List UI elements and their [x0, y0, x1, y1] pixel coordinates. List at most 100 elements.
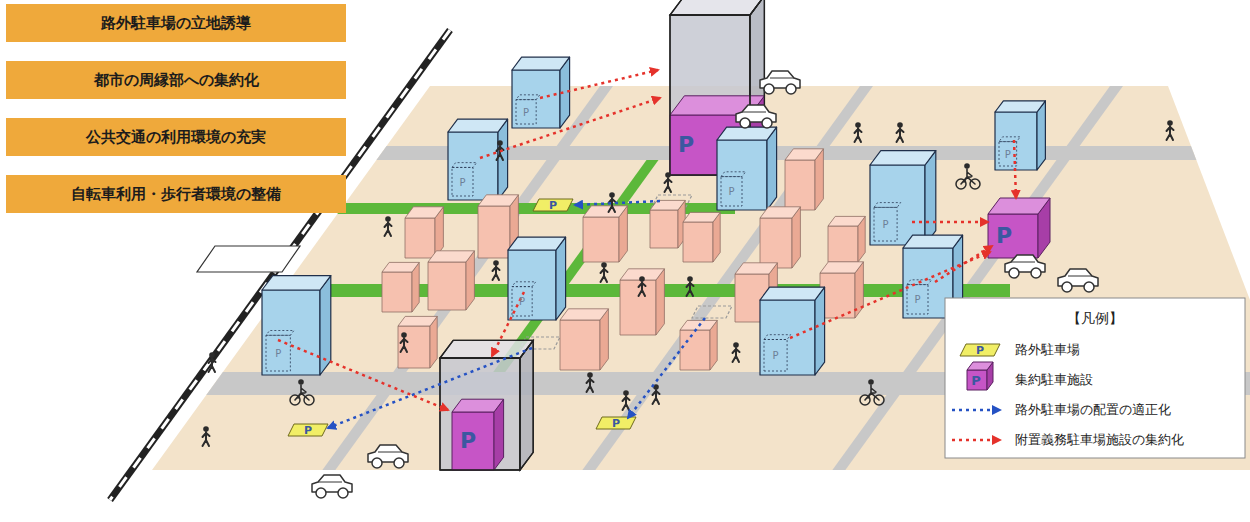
- parking-symbol: P: [549, 200, 557, 211]
- building-with-parking-side: [815, 287, 825, 375]
- building-front: [428, 262, 466, 310]
- parking-symbol: P: [773, 351, 779, 361]
- building-front: [650, 210, 678, 248]
- building: [405, 207, 443, 258]
- pedestrian-body: [687, 282, 694, 296]
- strategy-box: 自転車利用・歩行者環境の整備: [6, 175, 346, 213]
- attached-parking-outline: [266, 331, 294, 336]
- car-window: [378, 452, 402, 453]
- car-wheel: [762, 118, 772, 128]
- building-with-parking-top: [870, 151, 936, 165]
- consolidation-arrow: [935, 246, 992, 282]
- consolidated-parking: [452, 399, 504, 470]
- strategy-label: 都市の周縁部への集約化: [94, 71, 259, 89]
- car: [368, 445, 408, 468]
- cyclist-head: [964, 163, 970, 169]
- building-with-parking-side: [925, 151, 936, 245]
- parking-symbol: P: [996, 225, 1012, 247]
- pedestrian: [733, 342, 740, 362]
- parking-symbol: P: [883, 220, 889, 230]
- relocation-arrow: [575, 201, 660, 205]
- consolidated-parking: [988, 198, 1050, 258]
- pedestrian: [209, 352, 216, 372]
- former-parking-spot: [692, 306, 732, 318]
- building-with-parking: [760, 287, 825, 375]
- pedestrian: [493, 260, 500, 280]
- pedestrian-body: [1167, 126, 1174, 140]
- pedestrian-head: [1167, 120, 1173, 126]
- car: [1058, 269, 1098, 292]
- pedestrian-body: [601, 268, 608, 282]
- legend-sample-facility-top: [967, 362, 993, 370]
- street-network: [0, 86, 1250, 470]
- pedestrian-body: [609, 198, 616, 212]
- bicycle-frame: [865, 385, 879, 400]
- car-wheel: [740, 118, 750, 128]
- building-top: [735, 263, 777, 274]
- pedestrian-head: [385, 216, 391, 222]
- pedestrian-head: [623, 390, 629, 396]
- pedestrian-head: [897, 122, 903, 128]
- building: [560, 309, 608, 370]
- building-with-parking: [870, 151, 936, 245]
- building-with-parking-top: [717, 127, 777, 140]
- consolidation-arrow: [278, 340, 448, 410]
- pedestrian-head: [733, 342, 739, 348]
- pedestrian-head: [665, 172, 671, 178]
- buildings: [262, 0, 1050, 470]
- road: [582, 86, 873, 470]
- cyclist-head: [868, 379, 874, 385]
- parking-complex-shell-side: [520, 340, 533, 470]
- legend-label: 集約駐車施設: [1015, 373, 1093, 387]
- parking-complex-edge: [440, 340, 533, 358]
- pedestrian-body: [203, 432, 210, 446]
- parking-complex-edge: [520, 340, 533, 470]
- parking-complex-shell: [440, 340, 533, 470]
- consolidated-parking-top: [988, 198, 1050, 214]
- attached-parking-outline: [999, 137, 1020, 142]
- car-window: [742, 112, 766, 113]
- pedestrian-head: [587, 372, 593, 378]
- parking-symbol: P: [275, 349, 281, 359]
- building-top: [760, 207, 800, 218]
- railway-dash: [110, 30, 450, 500]
- pedestrian-body: [209, 358, 216, 372]
- parking-symbol: P: [971, 374, 981, 387]
- legend-frame: [945, 298, 1245, 458]
- pedestrian: [1167, 120, 1174, 140]
- pedestrian-body: [497, 146, 504, 160]
- surface-parking-lot: [533, 199, 573, 211]
- pedestrian-head: [639, 276, 645, 282]
- legend-label: 路外駐車場: [1015, 343, 1080, 357]
- parking-complex-shell-top: [670, 0, 764, 15]
- car-wheel: [316, 488, 326, 498]
- relocation-arrow: [628, 318, 705, 418]
- building-with-parking: [448, 119, 508, 200]
- pedestrian-body: [385, 222, 392, 236]
- building-with-parking-front: [512, 70, 560, 128]
- pedestrian-head: [855, 122, 861, 128]
- strategy-box: 都市の周縁部への集約化: [6, 61, 346, 99]
- car: [736, 105, 776, 128]
- legend-sample-red-arrow: [952, 439, 1000, 442]
- pedestrian: [385, 216, 392, 236]
- building-with-parking-top: [903, 235, 963, 248]
- pedestrian: [855, 122, 862, 142]
- building-front: [405, 218, 435, 258]
- building-with-parking-side: [767, 127, 777, 210]
- strategy-label: 公共交通の利用環境の充実: [86, 128, 266, 146]
- attached-parking-outline: [452, 163, 477, 168]
- legend-heading: 【凡例】: [1067, 311, 1123, 325]
- car-window: [1068, 276, 1092, 277]
- pedestrian: [587, 372, 594, 392]
- building-top: [428, 251, 474, 262]
- building-top: [478, 195, 518, 206]
- building-top: [398, 316, 437, 326]
- pedestrian-body: [855, 128, 862, 142]
- building: [583, 206, 627, 262]
- pedestrian-body: [493, 266, 500, 280]
- railway: [110, 30, 450, 500]
- car: [760, 71, 800, 94]
- parking-complex: [440, 340, 533, 470]
